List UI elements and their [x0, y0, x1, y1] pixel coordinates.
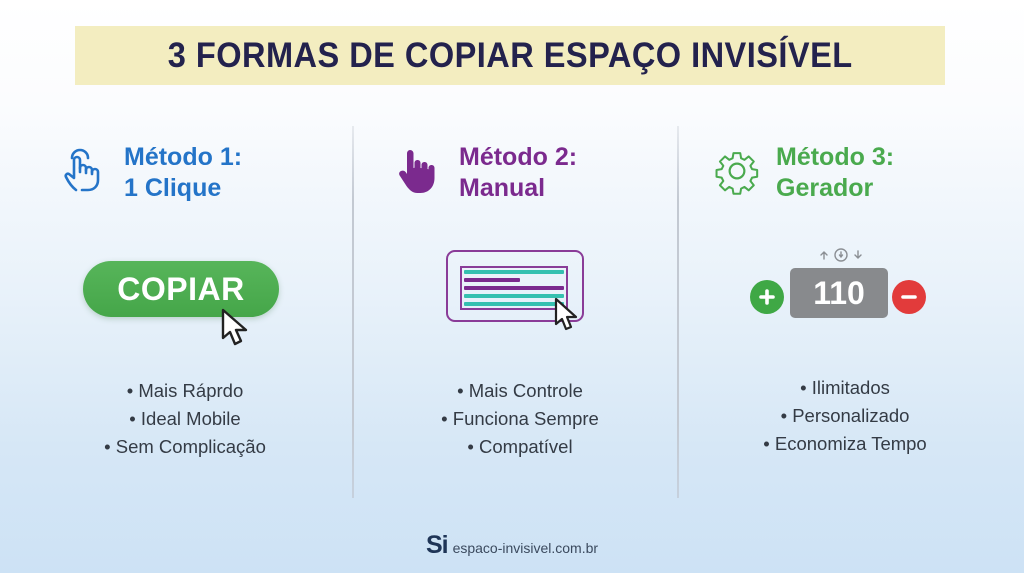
decrement-button[interactable] — [892, 280, 926, 314]
method-2-benefits: Mais Controle Funciona Sempre Compatível — [355, 377, 685, 461]
site-url[interactable]: espaco-invisivel.com.br — [452, 539, 599, 556]
stepper-adjust-icons — [820, 248, 862, 262]
text-line — [464, 294, 564, 298]
method-3-header: Método 3: Gerador — [714, 142, 894, 204]
plus-icon — [759, 289, 775, 305]
method-1-column: Método 1: 1 Clique COPIAR Mais Ráprdo Id… — [20, 130, 350, 490]
benefit-item: Ideal Mobile — [20, 405, 350, 433]
method-1-title-line2: 1 Clique — [124, 174, 222, 202]
manual-text-selection-illustration — [446, 250, 584, 322]
benefit-item: Mais Ráprdo — [20, 377, 350, 405]
column-divider — [352, 126, 354, 498]
site-logo: Si — [425, 531, 449, 559]
method-1-title-line1: Método 1: — [124, 143, 243, 171]
method-3-title-line2: Gerador — [776, 174, 874, 202]
benefit-item: Funciona Sempre — [355, 405, 685, 433]
text-line — [464, 278, 520, 282]
method-1-title: Método 1: 1 Clique — [124, 142, 242, 204]
method-2-title-line2: Manual — [459, 174, 546, 202]
method-2-title: Método 2: Manual — [459, 142, 577, 204]
page-title: 3 FORMAS DE COPIAR ESPAÇO INVISÍVEL — [167, 35, 853, 75]
method-3-column: Método 3: Gerador 110 Ilimitados Persona… — [680, 130, 1010, 490]
column-divider — [677, 126, 679, 498]
increment-button[interactable] — [750, 280, 784, 314]
method-3-title: Método 3: Gerador — [776, 142, 894, 204]
text-line — [464, 302, 564, 306]
pointer-tap-icon — [64, 148, 100, 192]
method-2-column: Método 2: Manual Mais Controle Funciona … — [355, 130, 685, 490]
benefit-item: Ilimitados — [680, 374, 1010, 402]
copy-button[interactable]: COPIAR — [83, 261, 279, 317]
text-line — [464, 286, 564, 290]
footer: Si espaco-invisivel.com.br — [0, 531, 1024, 560]
method-2-title-line1: Método 2: — [459, 143, 578, 171]
method-1-header: Método 1: 1 Clique — [62, 142, 242, 204]
text-field-illustration — [460, 266, 568, 310]
count-value[interactable]: 110 — [790, 268, 888, 318]
method-3-benefits: Ilimitados Personalizado Economiza Tempo — [680, 374, 1010, 458]
method-1-benefits: Mais Ráprdo Ideal Mobile Sem Complicação — [20, 377, 350, 461]
method-2-header: Método 2: Manual — [397, 142, 577, 204]
mouse-cursor-icon — [554, 297, 578, 331]
benefit-item: Sem Complicação — [20, 433, 350, 461]
method-3-title-line1: Método 3: — [776, 143, 895, 171]
benefit-item: Compatível — [355, 433, 685, 461]
text-line — [464, 270, 564, 274]
minus-icon — [901, 295, 917, 299]
benefit-item: Personalizado — [680, 402, 1010, 430]
pointing-hand-icon — [399, 150, 435, 193]
title-banner: 3 FORMAS DE COPIAR ESPAÇO INVISÍVEL — [75, 26, 945, 85]
benefit-item: Economiza Tempo — [680, 430, 1010, 458]
benefit-item: Mais Controle — [355, 377, 685, 405]
gear-icon — [715, 152, 759, 195]
mouse-cursor-icon — [221, 308, 248, 346]
